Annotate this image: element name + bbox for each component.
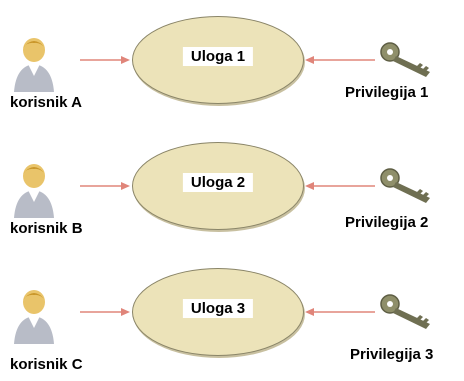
user-icon	[14, 164, 54, 218]
role-ellipse: Uloga 1	[132, 16, 304, 104]
privilege-to-role-arrow	[305, 56, 375, 64]
key-icon	[380, 168, 430, 203]
key-icon	[380, 42, 430, 77]
user-label: korisnik C	[10, 356, 83, 373]
user-to-role-arrow	[80, 56, 130, 64]
role-label: Uloga 1	[182, 47, 254, 66]
privilege-to-role-arrow	[305, 182, 375, 190]
diagram-row-3: korisnik C Uloga 3 Privilegija 3	[0, 252, 464, 373]
key-icon	[380, 294, 430, 329]
privilege-label: Privilegija 3	[350, 346, 434, 363]
user-to-role-arrow	[80, 308, 130, 316]
user-label: korisnik A	[10, 94, 82, 111]
role-ellipse: Uloga 2	[132, 142, 304, 230]
user-label: korisnik B	[10, 220, 83, 237]
privilege-label: Privilegija 1	[345, 84, 429, 101]
role-label: Uloga 2	[182, 173, 254, 192]
diagram-row-1: korisnik A Uloga 1 Privilegija 1	[0, 0, 464, 120]
role-label: Uloga 3	[182, 299, 254, 318]
diagram-row-2: korisnik B Uloga 2 Privilegija 2	[0, 126, 464, 246]
user-icon	[14, 38, 54, 92]
user-to-role-arrow	[80, 182, 130, 190]
privilege-to-role-arrow	[305, 308, 375, 316]
role-ellipse: Uloga 3	[132, 268, 304, 356]
user-icon	[14, 290, 54, 344]
privilege-label: Privilegija 2	[345, 214, 429, 231]
